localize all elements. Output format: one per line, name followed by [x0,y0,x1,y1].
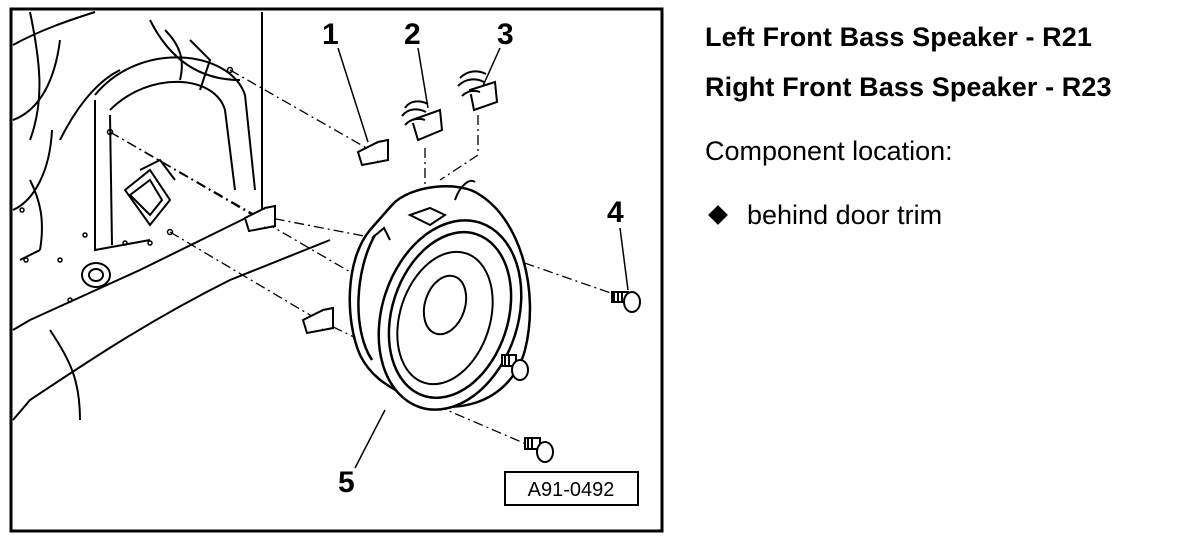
diagram-frame [9,7,664,533]
location-bullet: behind door trim [705,198,1195,232]
screws [501,291,641,463]
info-panel: Left Front Bass Speaker - R21 Right Fron… [705,12,1195,232]
speaker-installation-diagram: 1 2 3 4 5 A91-0492 [9,7,664,533]
callout-4: 4 [607,196,624,229]
figure-id: A91-0492 [528,479,615,501]
callout-3: 3 [497,18,514,51]
callout-2: 2 [404,18,421,51]
title-right-speaker: Right Front Bass Speaker - R23 [705,72,1112,102]
door-panel [12,11,331,421]
callout-1: 1 [322,18,339,51]
leader-lines [337,47,629,469]
component-location-label: Component location: [705,136,953,166]
door-panel-holes [19,66,234,303]
bass-speaker [348,180,532,411]
title-left-speaker: Left Front Bass Speaker - R21 [705,22,1093,52]
diamond-bullet-icon [708,205,728,225]
clip-fasteners [243,138,389,335]
location-bullet-text: behind door trim [747,200,943,230]
wire-connectors [401,70,499,142]
figure-id-box [504,471,639,506]
callout-5: 5 [338,466,355,499]
